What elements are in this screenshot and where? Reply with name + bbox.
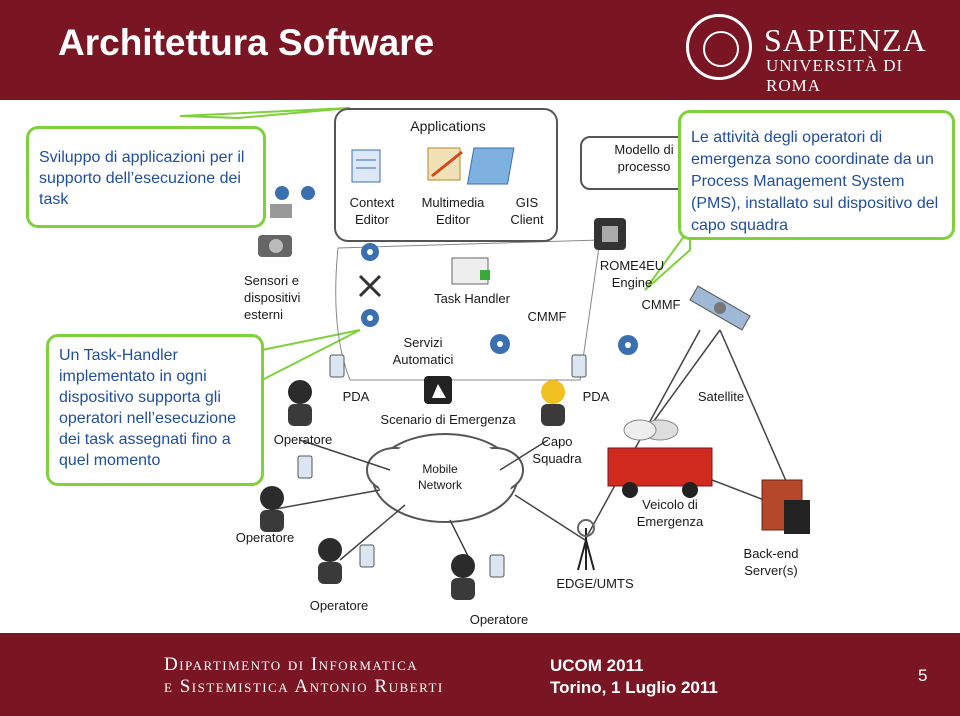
satellite-icon xyxy=(689,285,751,331)
backend-server-icon xyxy=(761,479,810,534)
mobile-network-label: Mobile Network xyxy=(417,462,462,492)
context-editor-label: Context Editor xyxy=(349,195,395,227)
tools-icon xyxy=(358,274,382,298)
servizi-automatici-label: Servizi Automatici xyxy=(392,335,454,367)
gear-icon xyxy=(361,309,379,327)
pda-icon xyxy=(489,554,505,578)
applications-box xyxy=(334,108,558,242)
callout-task-handler: Un Task-Handler implementato in ogni dis… xyxy=(46,334,264,486)
pda-icon xyxy=(359,544,375,568)
cmmf-label-2: CMMF xyxy=(641,297,681,312)
callout-left-top-pointer xyxy=(179,107,351,120)
rome4eu-engine-label: ROME4EU Engine xyxy=(599,258,665,290)
callout-pms: Le attività degli operatori di emergenza… xyxy=(678,110,955,240)
callout-applications: Sviluppo di applicazioni per il supporto… xyxy=(26,126,266,228)
page-number: 5 xyxy=(918,666,928,685)
university-seal-icon xyxy=(686,14,752,80)
gis-client-label: GIS Client xyxy=(510,195,544,227)
pda-icon xyxy=(329,354,345,378)
gear-icon xyxy=(361,243,379,261)
scenario-icon xyxy=(424,376,452,404)
gear-icon xyxy=(490,334,510,354)
backend-label: Back-end Server(s) xyxy=(743,546,799,578)
emergency-vehicle-icon xyxy=(607,419,713,498)
multimedia-editor-label: Multimedia Editor xyxy=(421,195,485,227)
satellite-dish-icon xyxy=(623,419,657,441)
gis-client-icon xyxy=(466,147,515,185)
operatore-label-2: Operatore xyxy=(235,530,295,545)
scenario-label: Scenario di Emergenza xyxy=(380,412,516,427)
camera-icon xyxy=(258,235,292,257)
satellite-label: Satellite xyxy=(697,389,745,404)
capo-squadra-label: Capo Squadra xyxy=(532,434,582,466)
sensors-label: Sensori e dispositivi esterni xyxy=(244,273,301,322)
department-name-line2: e Sistemistica Antonio Ruberti xyxy=(164,676,444,697)
pda-icon xyxy=(571,354,587,378)
operator-icon xyxy=(288,380,312,426)
operator-icon xyxy=(318,538,342,584)
department-name-line1: Dipartimento di Informatica xyxy=(164,654,419,675)
cmmf-label-1: CMMF xyxy=(527,309,567,324)
operator-icon xyxy=(260,486,284,532)
task-handler-icon xyxy=(451,257,490,285)
applications-label: Applications xyxy=(410,118,486,134)
capo-squadra-icon xyxy=(541,380,565,426)
operator-icon xyxy=(451,554,475,600)
multimedia-editor-icon xyxy=(427,147,463,181)
pda-label-2: PDA xyxy=(582,389,610,404)
page-title: Architettura Software xyxy=(58,22,435,63)
veicolo-label: Veicolo di Emergenza xyxy=(636,497,704,529)
operatore-label-3: Operatore xyxy=(309,598,369,613)
conference-date: Torino, 1 Luglio 2011 xyxy=(550,678,718,697)
task-handler-label: Task Handler xyxy=(434,291,510,306)
gear-icon xyxy=(618,335,638,355)
engine-icon xyxy=(594,218,626,250)
header-bar xyxy=(0,0,960,100)
university-subtitle: UNIVERSITÀ DI ROMA xyxy=(766,56,904,95)
context-editor-icon xyxy=(351,149,381,183)
university-name: SAPIENZA xyxy=(764,22,927,58)
pda-icon xyxy=(297,455,313,479)
antenna-icon xyxy=(577,519,595,571)
conference-name: UCOM 2011 xyxy=(550,656,644,675)
pda-label-1: PDA xyxy=(342,389,370,404)
footer-bar xyxy=(0,633,960,716)
callout-left-mid-pointer xyxy=(261,329,361,382)
platform-outline xyxy=(335,239,601,381)
edge-umts-label: EDGE/UMTS xyxy=(556,576,634,591)
operatore-label-1: Operatore xyxy=(273,432,333,447)
operatore-label-4: Operatore xyxy=(469,612,529,627)
process-model-label: Modello di processo xyxy=(614,142,674,174)
mobile-network-cloud xyxy=(366,433,524,523)
